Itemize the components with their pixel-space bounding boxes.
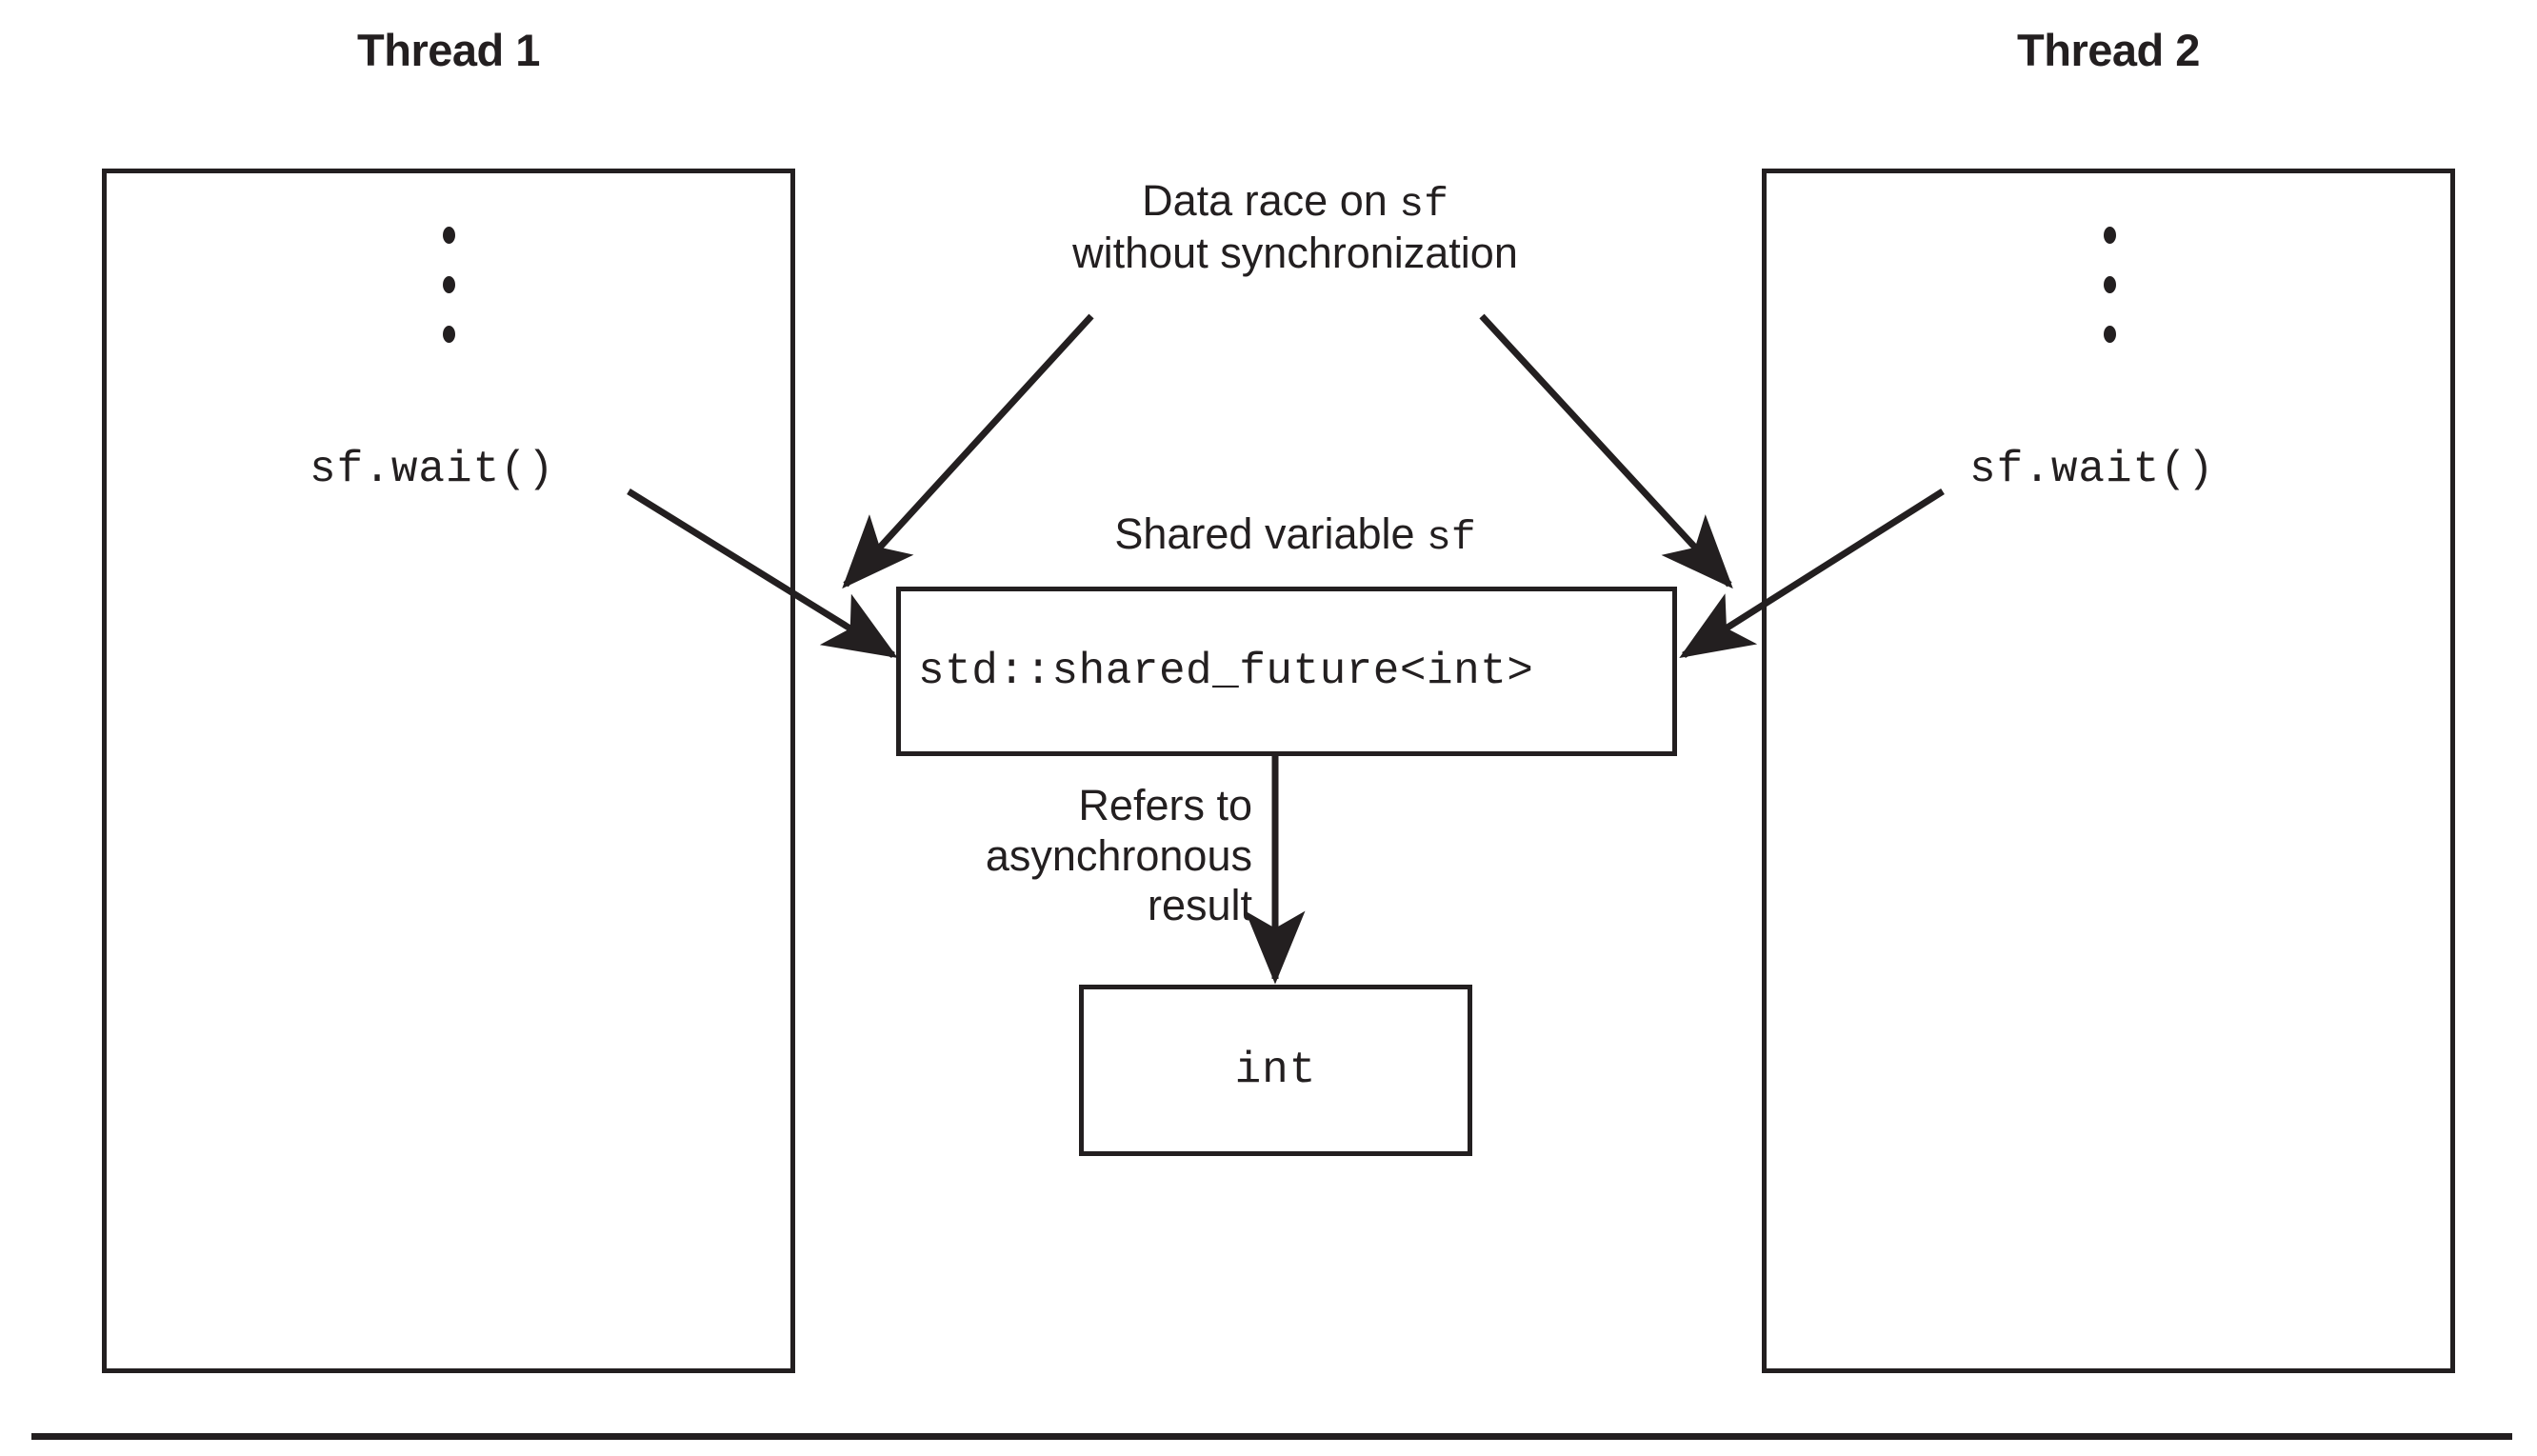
thread-2-title: Thread 2 (2017, 25, 2200, 75)
int-type: int (1234, 1046, 1317, 1095)
shared-variable-label: Shared variable sf (1000, 509, 1590, 562)
ellipsis-dot (442, 326, 455, 343)
shared-variable-text: Shared variable (1114, 509, 1428, 558)
data-race-line-2: without synchronization (1072, 229, 1518, 278)
shared-future-box: std::shared_future<int> (896, 587, 1677, 756)
shared-variable-name: sf (1427, 514, 1476, 561)
refers-to-annotation: Refers to asynchronous result (890, 781, 1252, 931)
ellipsis-dot (442, 276, 455, 293)
thread-2-box (1762, 169, 2455, 1373)
thread-1-box (102, 169, 795, 1373)
refers-line-1: Refers to (1078, 781, 1252, 829)
refers-line-2: asynchronous (985, 830, 1252, 880)
data-race-variable: sf (1399, 181, 1448, 228)
bottom-divider (31, 1433, 2512, 1440)
refers-line-3: result (1147, 881, 1252, 930)
int-box: int (1079, 985, 1472, 1156)
data-race-text: Data race on (1142, 176, 1400, 225)
data-race-line-1: Data race on sf (1000, 176, 1590, 229)
ellipsis-dot (2103, 326, 2116, 343)
shared-future-type: std::shared_future<int> (918, 647, 1534, 696)
thread-1-title: Thread 1 (357, 25, 540, 75)
data-race-annotation: Data race on sf without synchronization (1000, 176, 1590, 279)
thread-1-ellipsis (429, 227, 468, 343)
thread-1-sf-wait-call: sf.wait() (310, 445, 555, 494)
ellipsis-dot (442, 227, 455, 244)
ellipsis-dot (2103, 276, 2116, 293)
ellipsis-dot (2103, 227, 2116, 244)
thread-2-sf-wait-call: sf.wait() (1969, 445, 2215, 494)
thread-2-ellipsis (2090, 227, 2128, 343)
